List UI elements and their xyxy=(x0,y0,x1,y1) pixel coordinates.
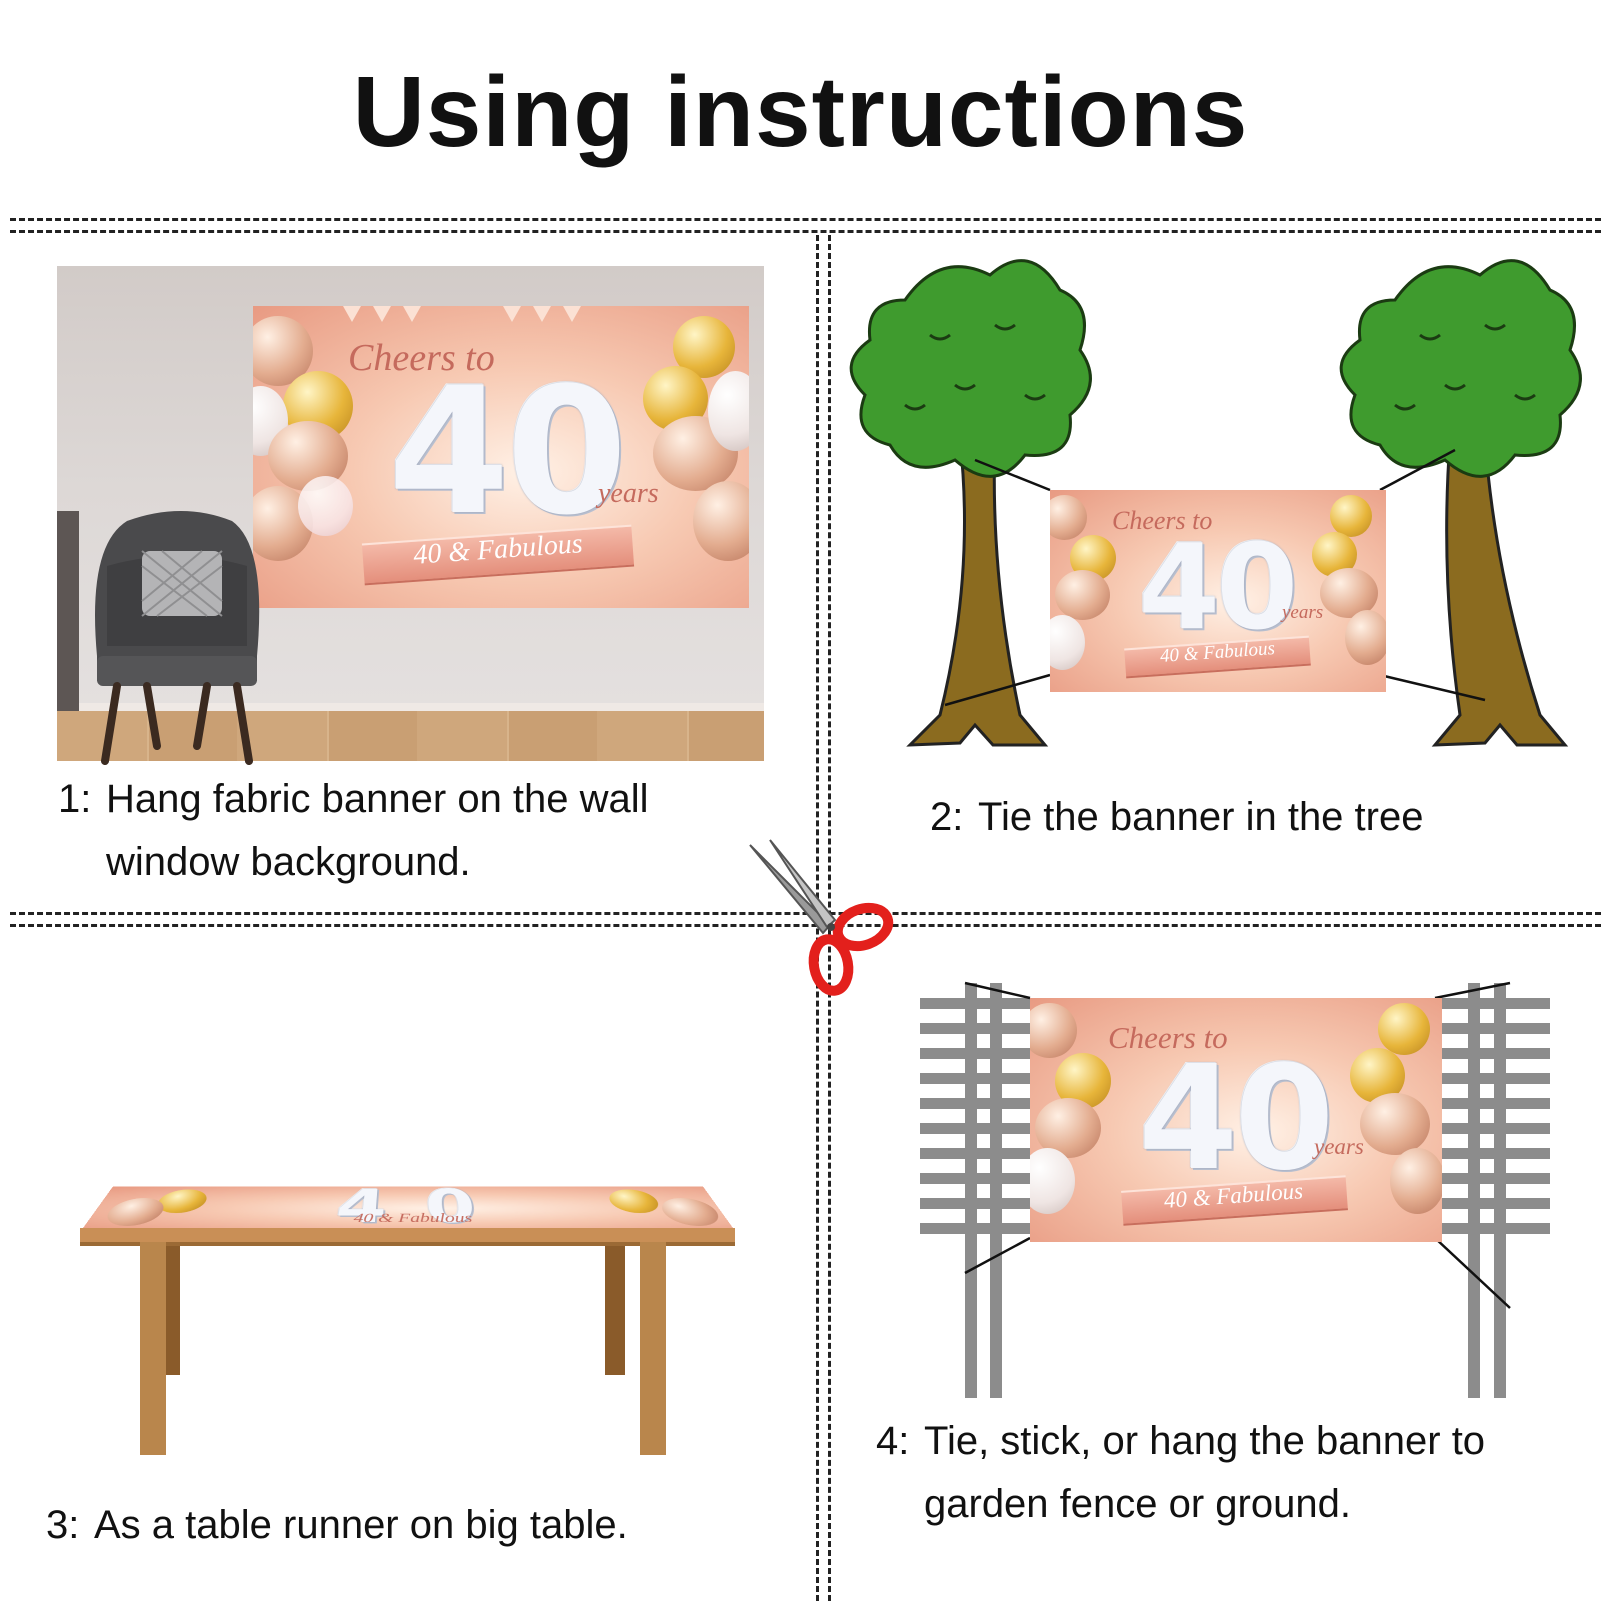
wood-floor xyxy=(57,711,764,761)
tree-icon-left xyxy=(849,259,1092,747)
trees-illustration xyxy=(849,259,1582,747)
chair-icon xyxy=(95,511,260,765)
banner-number: 40 xyxy=(388,351,628,554)
table-top-edge xyxy=(80,1228,735,1242)
wall-photo: Cheers to 40 years 40 & Fabulous xyxy=(57,266,764,772)
tree-banner: Cheers to 40 years 40 & Fabulous xyxy=(1050,490,1386,692)
table-runner-banner: 40 40 & Fabulous xyxy=(83,1186,733,1228)
top-dashed-divider-inner xyxy=(10,230,1601,233)
page-title: Using instructions xyxy=(352,56,1249,168)
side-table xyxy=(57,511,79,711)
banner-years-text: years xyxy=(598,478,659,509)
step-3-caption: 3:As a table runner on big table. xyxy=(46,1503,628,1547)
fence-icon xyxy=(920,981,1550,1398)
fence-banner: Cheers to 40 years 40 & Fabulous xyxy=(1030,998,1442,1242)
wall-banner: Cheers to 40 years 40 & Fabulous xyxy=(253,306,749,608)
step-1-caption: 1:Hang fabric banner on the wall window … xyxy=(58,777,649,884)
tie-ropes xyxy=(944,448,1486,707)
top-dashed-divider xyxy=(10,218,1601,221)
middle-dashed-divider-inner xyxy=(10,924,1601,927)
step-2-caption: 2:Tie the banner in the tree xyxy=(930,795,1424,839)
tree-icon-right xyxy=(1339,259,1582,747)
banner-cheers-text: Cheers to xyxy=(348,337,495,379)
scissors-icon[interactable] xyxy=(745,835,915,1000)
step-4-caption: 4:Tie, stick, or hang the banner to gard… xyxy=(876,1419,1486,1526)
middle-dashed-divider xyxy=(10,912,1601,915)
